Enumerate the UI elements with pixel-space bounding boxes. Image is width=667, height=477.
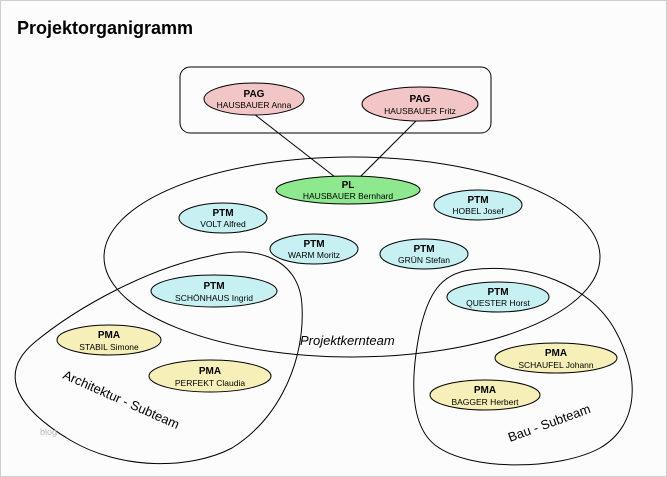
page-title: Projektorganigramm xyxy=(17,18,194,38)
architektur-subteam-outline xyxy=(14,251,303,465)
node-role: PTM xyxy=(212,208,233,219)
node-role: PTM xyxy=(467,195,488,206)
node-role: PTM xyxy=(487,287,508,298)
node-pma-stabil: PMA STABIL Simone xyxy=(56,324,162,356)
node-role: PTM xyxy=(413,244,434,255)
node-role: PAG xyxy=(410,94,431,105)
node-name: WARM Moritz xyxy=(288,250,340,260)
node-pma-perfekt: PMA PERFEKT Claudia xyxy=(148,359,272,393)
connector-fritz-pl xyxy=(359,116,421,178)
node-name: HAUSBAUER Fritz xyxy=(384,106,456,116)
node-ptm-schoenhaus: PTM SCHÖNHAUS Ingrid xyxy=(150,274,278,308)
node-role: PMA xyxy=(199,366,221,377)
node-role: PTM xyxy=(203,281,224,292)
node-role: PAG xyxy=(244,89,265,100)
node-pl: PL HAUSBAUER Bernhard xyxy=(275,175,421,205)
node-role: PMA xyxy=(474,385,496,396)
connector-anna-pl xyxy=(253,113,336,178)
pag-box xyxy=(179,66,492,134)
node-role: PL xyxy=(342,180,355,191)
node-ptm-hobel: PTM HOBEL Josef xyxy=(433,189,523,221)
bau-subteam-label: Bau - Subteam xyxy=(506,401,593,445)
watermark: blog xyxy=(40,427,57,437)
node-role: PMA xyxy=(545,348,567,359)
node-name: BAGGER Herbert xyxy=(451,397,519,407)
node-name: HAUSBAUER Anna xyxy=(217,100,292,110)
node-name: VOLT Alfred xyxy=(200,219,246,229)
node-role: PTM xyxy=(303,239,324,250)
bau-subteam-outline xyxy=(413,267,633,466)
node-ptm-warm: PTM WARM Moritz xyxy=(269,233,359,265)
node-name: PERFEKT Claudia xyxy=(175,378,246,388)
node-pma-schaufel: PMA SCHAUFEL Johann xyxy=(494,342,618,374)
node-ptm-gruen: PTM GRÜN Stefan xyxy=(379,238,469,270)
node-name: SCHAUFEL Johann xyxy=(518,360,594,370)
kernteam-label: Projektkernteam xyxy=(300,333,395,348)
node-name: HAUSBAUER Bernhard xyxy=(303,191,394,201)
node-name: HOBEL Josef xyxy=(452,206,504,216)
node-ptm-quester: PTM QUESTER Horst xyxy=(446,281,550,313)
node-name: QUESTER Horst xyxy=(466,298,530,308)
node-name: STABIL Simone xyxy=(79,342,139,352)
node-name: SCHÖNHAUS Ingrid xyxy=(175,293,253,303)
kernteam-ellipse xyxy=(103,156,601,358)
node-pag-anna: PAG HAUSBAUER Anna xyxy=(203,82,305,116)
node-pag-fritz: PAG HAUSBAUER Fritz xyxy=(361,86,479,122)
node-role: PMA xyxy=(98,330,120,341)
node-ptm-volt: PTM VOLT Alfred xyxy=(178,202,268,234)
node-name: GRÜN Stefan xyxy=(398,255,450,265)
node-pma-bagger: PMA BAGGER Herbert xyxy=(429,379,541,411)
